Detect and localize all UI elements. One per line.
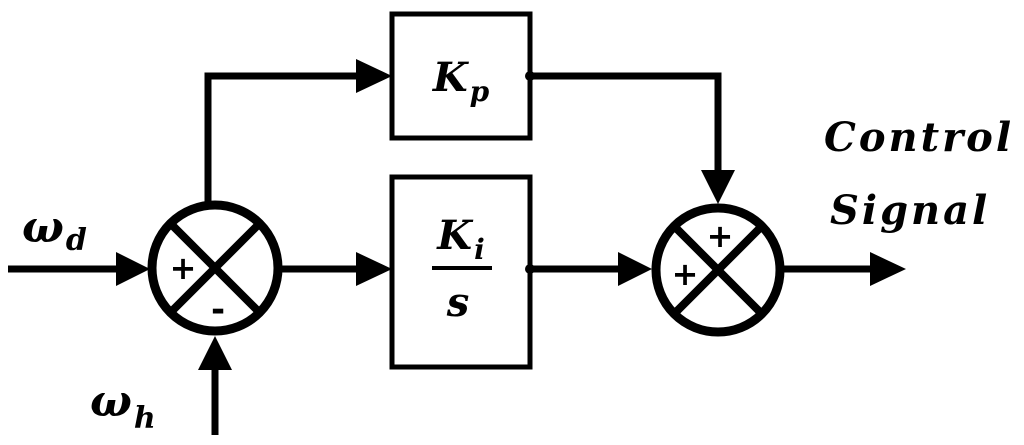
output-label-line2: Signal bbox=[830, 187, 990, 234]
ki-symbol: K bbox=[436, 212, 474, 259]
output-top-plus-sign: + bbox=[707, 217, 734, 255]
kp-symbol: K bbox=[432, 54, 470, 101]
error-plus-sign: + bbox=[170, 249, 197, 287]
input-wh-arrow bbox=[198, 336, 232, 370]
input-wd-arrow bbox=[116, 252, 150, 286]
kp-to-sum-wire bbox=[530, 72, 722, 182]
output-label-line1: Control bbox=[824, 114, 1014, 161]
ki-to-sum-arrow bbox=[618, 252, 652, 286]
ki-output-dot bbox=[525, 264, 535, 274]
kp-label: Kp bbox=[432, 54, 490, 108]
error-minus-sign: - bbox=[211, 290, 225, 330]
output-summing-junction: + + bbox=[651, 203, 785, 337]
output-left-plus-sign: + bbox=[672, 255, 699, 293]
wh-symbol: ω bbox=[90, 376, 132, 427]
input-wh-label: ωh bbox=[90, 376, 156, 436]
ki-subscript: i bbox=[474, 233, 485, 266]
kp-subscript: p bbox=[470, 75, 490, 108]
proportional-gain-block: Kp bbox=[389, 11, 533, 141]
error-summing-junction: + - bbox=[147, 200, 283, 336]
output-arrow bbox=[870, 252, 906, 286]
kp-to-sum-arrow bbox=[701, 170, 735, 204]
ki-numerator: Ki bbox=[436, 212, 484, 266]
wh-subscript: h bbox=[134, 401, 156, 436]
error-to-ki-arrow bbox=[356, 252, 392, 286]
integral-gain-block: Ki s bbox=[389, 174, 533, 370]
kp-output-dot bbox=[525, 71, 535, 81]
input-wd-label: ωd bbox=[22, 202, 87, 258]
ki-denominator: s bbox=[446, 279, 470, 326]
error-to-kp-wire bbox=[204, 72, 370, 202]
error-to-kp-arrow bbox=[356, 59, 392, 93]
wd-symbol: ω bbox=[22, 202, 64, 253]
wd-subscript: d bbox=[66, 223, 87, 258]
